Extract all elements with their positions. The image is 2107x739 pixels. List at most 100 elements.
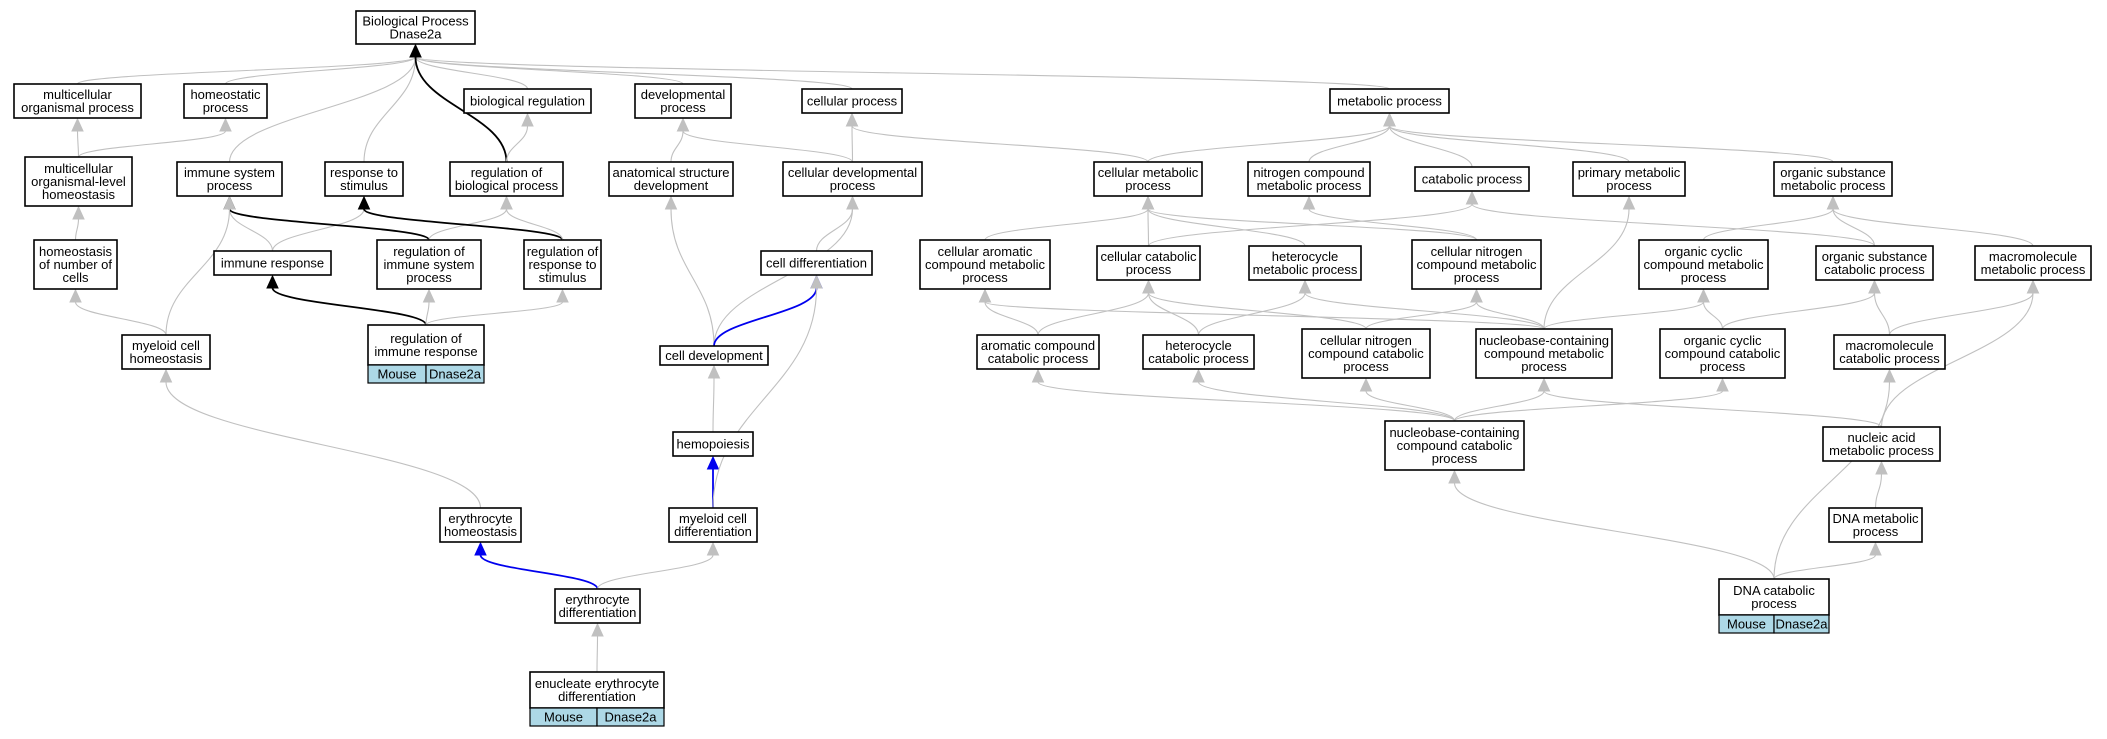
node-label: heterocycle: [1165, 338, 1231, 353]
node-bio-reg[interactable]: biological regulation: [463, 88, 592, 114]
edge-arrowhead: [474, 541, 487, 556]
node-label: Dnase2a: [389, 27, 442, 42]
node-label: metabolic process: [1829, 443, 1934, 458]
edge-homeostatic-to-bp-root: [224, 56, 417, 85]
node-box: [176, 161, 283, 197]
node-label: cellular process: [807, 94, 898, 109]
node-box: [1329, 88, 1450, 114]
node-label: homeostasis: [130, 351, 203, 366]
node-metabolic[interactable]: metabolic process: [1329, 88, 1450, 114]
node-label: process: [1125, 178, 1171, 193]
edge-anat-dev-to-developmental: [670, 130, 684, 163]
edge-metabolic-to-bp-root: [414, 56, 1391, 90]
edge-cell-metab-to-metabolic: [1147, 125, 1391, 163]
node-label: compound metabolic: [1644, 257, 1764, 272]
edge-immune-response-to-immune-system: [228, 208, 274, 252]
node-box: [376, 239, 482, 290]
node-label: aromatic compound: [981, 338, 1095, 353]
edge-nucleobase-catab-to-org-cyclic-catab: [1453, 390, 1724, 422]
edge-arrowhead: [72, 205, 85, 220]
node-label: cellular aromatic: [938, 244, 1033, 259]
node-box: [463, 88, 592, 114]
edge-arrowhead: [1868, 279, 1881, 294]
tag-cell: [596, 707, 665, 727]
node-cellular[interactable]: cellular process: [801, 88, 903, 114]
node-box: [439, 507, 522, 543]
tag-label: Dnase2a: [1775, 617, 1828, 632]
node-label: regulation of: [527, 244, 599, 259]
node-catabolic[interactable]: catabolic process: [1414, 166, 1530, 192]
edge-arrowhead: [69, 288, 82, 303]
node-label: cell differentiation: [766, 256, 867, 271]
node-label: developmental: [641, 87, 726, 102]
edge-arrowhead: [1192, 368, 1205, 383]
node-enucleate-diff[interactable]: enucleate erythrocytedifferentiationMous…: [529, 671, 665, 727]
node-label: enucleate erythrocyte: [535, 676, 659, 691]
node-label: compound metabolic: [1484, 346, 1604, 361]
node-hemopoiesis[interactable]: hemopoiesis: [672, 431, 754, 457]
node-cell-development[interactable]: cell development: [659, 345, 769, 366]
edge-reg-immune-resp-to-reg-immune-sys: [425, 301, 430, 326]
edge-arrowhead: [676, 117, 690, 132]
node-label: process: [203, 100, 249, 115]
node-label: organic cyclic: [1683, 333, 1762, 348]
edge-nucleobase-catab-to-arom-catab: [1037, 381, 1456, 422]
edge-mlo-homeostasis-to-homeostatic: [77, 130, 227, 158]
node-label: cellular developmental: [788, 165, 917, 180]
node-box: [1638, 239, 1769, 290]
node-label: nucleobase-containing: [1479, 333, 1609, 348]
node-box: [1974, 245, 2092, 281]
node-label: DNA catabolic: [1733, 583, 1815, 598]
node-cell-diff[interactable]: cell differentiation: [760, 250, 873, 276]
edge-macromol-metab-to-org-sub-metab: [1832, 208, 2034, 247]
edge-arrowhead: [71, 117, 84, 132]
node-box: [1833, 334, 1946, 370]
node-immune-response[interactable]: immune response: [213, 250, 332, 276]
edge-arrowhead: [1622, 195, 1636, 210]
edge-arrowhead: [1031, 368, 1045, 383]
edges-layer: [69, 43, 2040, 673]
node-box: [529, 671, 665, 709]
edge-arrowhead: [556, 288, 569, 303]
edge-arrowhead: [1465, 190, 1479, 205]
